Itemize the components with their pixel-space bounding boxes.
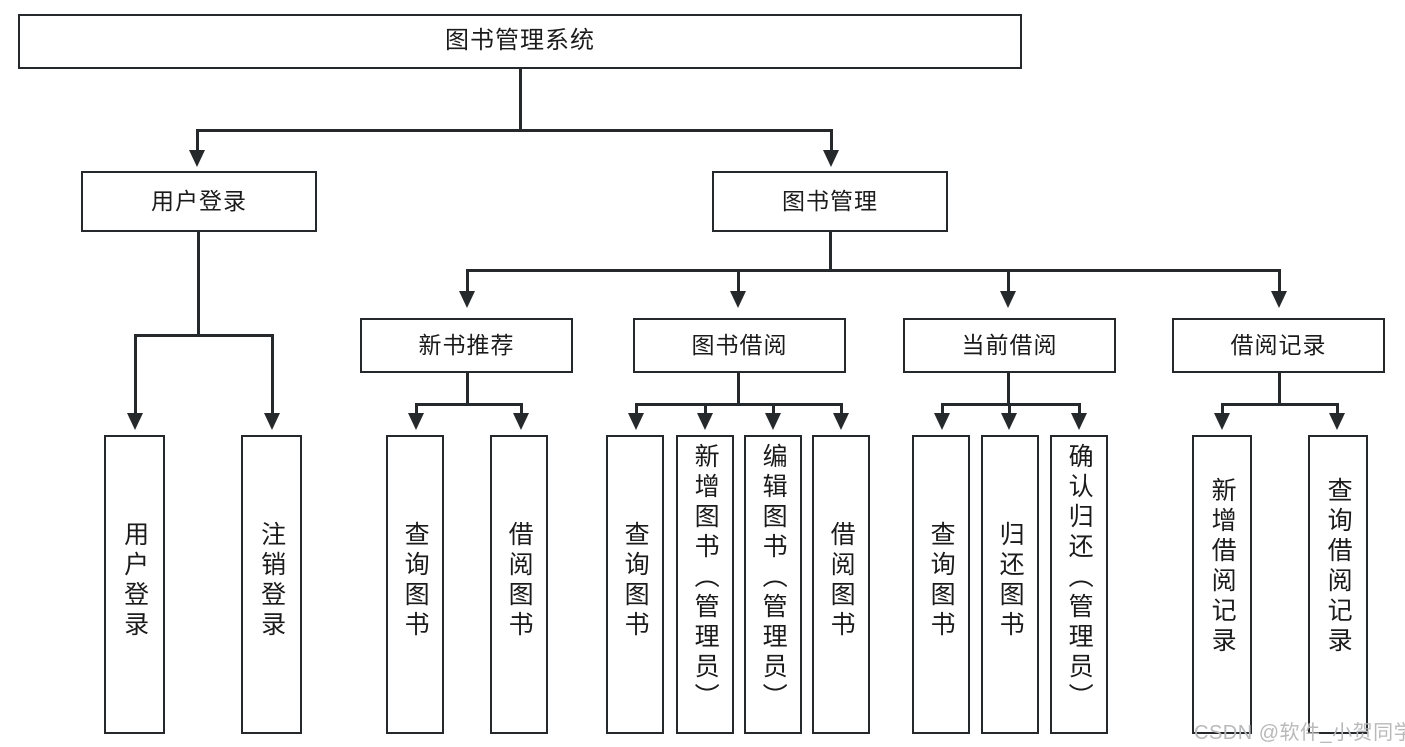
connector-cb-drop-2 [1008, 403, 1011, 415]
connector-nbr-drop-2 [520, 403, 523, 415]
leaf-cb-confirm-return-admin[interactable]: 确认归还（管理员） [1050, 435, 1108, 734]
connector-nbr-drop-1 [415, 403, 418, 415]
connector-br-drop-2 [1336, 403, 1339, 415]
connector-bm-drop-2 [737, 269, 740, 293]
leaf-bb-query-book[interactable]: 查询图书 [606, 435, 664, 734]
arrowhead-bb-leaf-4 [833, 413, 849, 430]
node-label: 注销登录 [257, 521, 286, 641]
leaf-nbr-query-book[interactable]: 查询图书 [386, 435, 444, 734]
connector-nbr-bus [415, 403, 523, 406]
node-label: 用户登录 [120, 521, 149, 641]
arrowhead-br-leaf-2 [1329, 413, 1345, 430]
arrowhead-to-current-borrow [1000, 291, 1016, 308]
connector-br-drop-1 [1221, 403, 1224, 415]
arrowhead-nbr-leaf-1 [408, 413, 424, 430]
connector-user-login-bus [134, 334, 274, 337]
leaf-logout[interactable]: 注销登录 [241, 435, 302, 734]
connector-cb-drop-1 [941, 403, 944, 415]
node-label: 查询图书 [401, 521, 430, 641]
connector-br-bus [1221, 403, 1339, 406]
connector-cb-drop-3 [1078, 403, 1081, 415]
leaf-cb-return-book[interactable]: 归还图书 [981, 435, 1039, 734]
leaf-bb-borrow-book[interactable]: 借阅图书 [812, 435, 870, 734]
watermark-text: CSDN @软件_小贺同学 [1194, 722, 1405, 744]
connector-nbr-stem [466, 373, 469, 405]
node-label: 查询借阅记录 [1324, 477, 1353, 657]
node-new-book-recommend[interactable]: 新书推荐 [360, 318, 573, 373]
arrowhead-cb-leaf-1 [934, 413, 950, 430]
arrowhead-bb-leaf-1 [628, 413, 644, 430]
node-label: 图书管理 [782, 187, 878, 214]
connector-bm-drop-4 [1278, 269, 1281, 293]
node-root-book-management-system[interactable]: 图书管理系统 [18, 14, 1022, 69]
connector-user-login-stem [197, 232, 200, 336]
arrowhead-to-book-borrow [730, 291, 746, 308]
arrowhead-br-leaf-1 [1214, 413, 1230, 430]
node-label: 新增图书（管理员） [691, 443, 720, 713]
node-label: 新增借阅记录 [1208, 477, 1237, 657]
arrowhead-to-logout-leaf [264, 413, 280, 430]
node-label: 确认归还（管理员） [1065, 443, 1094, 713]
connector-bb-drop-3 [772, 403, 775, 415]
connector-bb-stem [737, 373, 740, 405]
arrowhead-to-user-login [189, 150, 205, 167]
node-label: 用户登录 [151, 187, 247, 214]
arrowhead-bb-leaf-3 [765, 413, 781, 430]
connector-bm-drop-1 [466, 269, 469, 293]
connector-root-stem [519, 69, 522, 131]
connector-bb-drop-1 [635, 403, 638, 415]
connector-bb-drop-2 [704, 403, 707, 415]
leaf-br-add-record[interactable]: 新增借阅记录 [1192, 435, 1252, 734]
node-label: 借阅图书 [827, 521, 856, 641]
leaf-nbr-borrow-book[interactable]: 借阅图书 [490, 435, 548, 734]
node-label: 归还图书 [996, 521, 1025, 641]
connector-br-stem [1278, 373, 1281, 405]
connector-book-management-stem [829, 232, 832, 271]
node-label: 借阅图书 [505, 521, 534, 641]
leaf-bb-add-book-admin[interactable]: 新增图书（管理员） [676, 435, 734, 734]
node-label: 图书管理系统 [445, 27, 595, 55]
arrowhead-cb-leaf-2 [1001, 413, 1017, 430]
arrowhead-to-borrow-record [1271, 291, 1287, 308]
node-label: 查询图书 [927, 521, 956, 641]
arrowhead-nbr-leaf-2 [513, 413, 529, 430]
connector-bm-drop-3 [1007, 269, 1010, 293]
node-label: 当前借阅 [961, 331, 1058, 358]
connector-book-management-bus [466, 269, 1280, 272]
leaf-bb-edit-book-admin[interactable]: 编辑图书（管理员） [744, 435, 802, 734]
node-label: 图书借阅 [691, 331, 788, 358]
connector-root-drop-right [830, 129, 833, 153]
arrowhead-to-book-management [823, 150, 839, 167]
node-book-borrow[interactable]: 图书借阅 [633, 318, 846, 373]
arrowhead-cb-leaf-3 [1071, 413, 1087, 430]
connector-bb-drop-4 [840, 403, 843, 415]
node-user-login[interactable]: 用户登录 [81, 171, 317, 232]
connector-user-login-drop-2 [271, 334, 274, 415]
node-label: 借阅记录 [1230, 331, 1327, 358]
node-label: 编辑图书（管理员） [759, 443, 788, 713]
arrowhead-bb-leaf-2 [697, 413, 713, 430]
node-label: 新书推荐 [418, 331, 515, 358]
node-label: 查询图书 [621, 521, 650, 641]
arrowhead-to-user-login-leaf [127, 413, 143, 430]
node-current-borrow[interactable]: 当前借阅 [903, 318, 1116, 373]
connector-root-drop-left [196, 129, 199, 153]
connector-user-login-drop-1 [134, 334, 137, 415]
leaf-cb-query-book[interactable]: 查询图书 [912, 435, 970, 734]
node-book-management[interactable]: 图书管理 [712, 171, 948, 232]
connector-root-bus [196, 129, 832, 132]
leaf-user-login[interactable]: 用户登录 [104, 435, 165, 734]
node-borrow-record[interactable]: 借阅记录 [1172, 318, 1385, 373]
connector-bb-bus [635, 403, 843, 406]
connector-cb-bus [941, 403, 1081, 406]
connector-cb-stem [1007, 373, 1010, 405]
arrowhead-to-new-book-recommend [459, 291, 475, 308]
leaf-br-query-record[interactable]: 查询借阅记录 [1308, 435, 1368, 734]
